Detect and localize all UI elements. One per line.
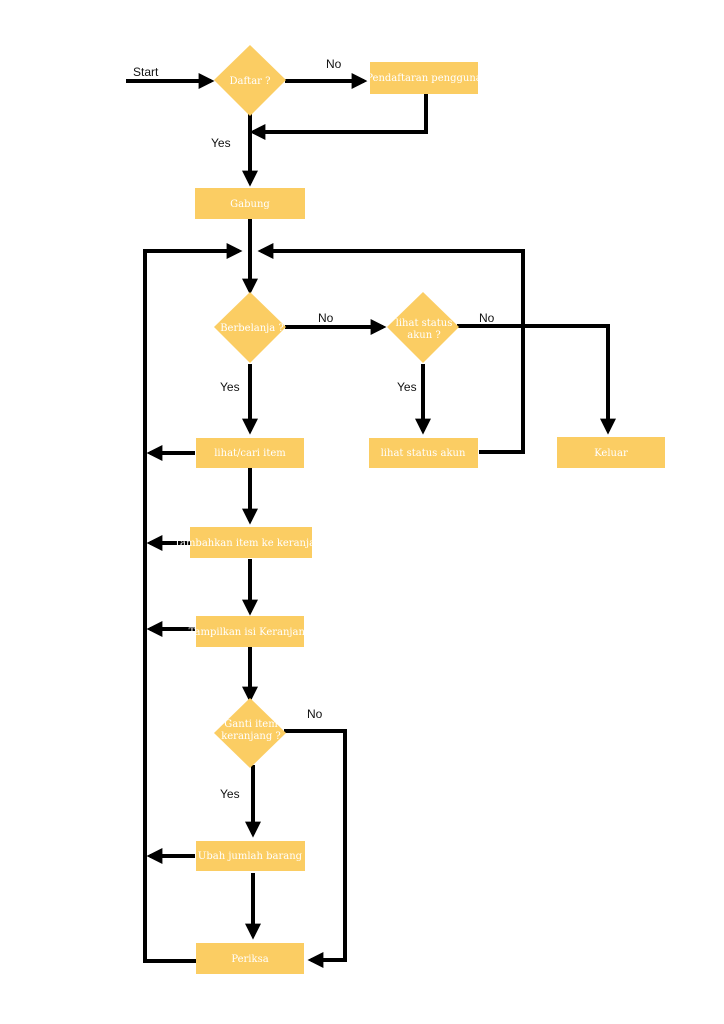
status-no-arrow bbox=[457, 324, 616, 435]
decision-diamond bbox=[214, 698, 286, 768]
daftar-label: Daftar ? bbox=[230, 76, 271, 87]
keluar-label: Keluar bbox=[594, 448, 628, 459]
node-lihat-cari-item: lihat/cari item bbox=[196, 438, 304, 468]
status-return-line bbox=[257, 243, 525, 454]
node-pendaftaran: Pendaftaran pengguna bbox=[366, 62, 482, 94]
lihat-status-question-line1: lihat status bbox=[396, 318, 453, 329]
tambahkan-label: Tambahkan item ke keranjang bbox=[174, 538, 328, 549]
pendaftaran-label: Pendaftaran pengguna bbox=[366, 73, 481, 84]
status-no-label: No bbox=[479, 311, 495, 325]
berbelanja-label: Berbelanja ? bbox=[220, 323, 284, 334]
lihat-status-akun-label: lihat status akun bbox=[381, 448, 466, 459]
node-tambahkan: Tambahkan item ke keranjang bbox=[174, 527, 328, 558]
connectors bbox=[126, 73, 616, 968]
edge-labels: Start No Yes No Yes No Yes No Yes bbox=[133, 57, 495, 801]
ganti-no-arrow bbox=[284, 729, 347, 968]
gabung-label: Gabung bbox=[230, 199, 270, 210]
periksa-label: Periksa bbox=[231, 954, 268, 965]
lihat-cari-item-label: lihat/cari item bbox=[214, 448, 286, 459]
process-box bbox=[195, 188, 305, 219]
ganti-line2: keranjang ? bbox=[221, 731, 281, 742]
node-ganti: Ganti item keranjang ? bbox=[214, 698, 286, 768]
node-periksa: Periksa bbox=[196, 943, 304, 974]
process-box bbox=[370, 62, 478, 94]
start-label: Start bbox=[133, 65, 159, 79]
node-keluar: Keluar bbox=[557, 437, 665, 468]
process-box bbox=[190, 527, 312, 558]
daftar-yes-label: Yes bbox=[211, 136, 231, 150]
ganti-yes-label: Yes bbox=[220, 787, 240, 801]
node-lihat-status-akun: lihat status akun bbox=[369, 438, 478, 468]
lihat-status-question-line2: akun ? bbox=[407, 330, 440, 341]
berbelanja-no-label: No bbox=[318, 311, 334, 325]
left-loop-line bbox=[143, 243, 243, 963]
berbelanja-yes-label: Yes bbox=[220, 380, 240, 394]
node-ubah: Ubah jumlah barang bbox=[196, 841, 305, 871]
node-daftar: Daftar ? bbox=[214, 45, 286, 116]
process-box bbox=[557, 437, 665, 468]
process-box bbox=[196, 943, 304, 974]
process-box bbox=[369, 438, 478, 468]
decision-diamond bbox=[387, 292, 459, 363]
node-tampilkan: Tampilkan isi Keranjang bbox=[189, 616, 312, 647]
ganti-line1: Ganti item bbox=[224, 719, 278, 730]
status-yes-label: Yes bbox=[397, 380, 417, 394]
node-lihat-status-question: lihat status akun ? bbox=[387, 292, 459, 363]
ganti-no-label: No bbox=[307, 707, 323, 721]
process-box bbox=[196, 616, 304, 647]
process-box bbox=[196, 841, 305, 871]
ubah-label: Ubah jumlah barang bbox=[198, 851, 303, 862]
node-berbelanja: Berbelanja ? bbox=[214, 292, 286, 363]
node-gabung: Gabung bbox=[195, 188, 305, 219]
decision-diamond bbox=[214, 45, 286, 116]
decision-diamond bbox=[214, 292, 286, 363]
pendaftaran-return-arrow bbox=[249, 92, 428, 140]
tampilkan-label: Tampilkan isi Keranjang bbox=[189, 627, 312, 638]
process-box bbox=[196, 438, 304, 468]
daftar-no-label: No bbox=[326, 57, 342, 71]
